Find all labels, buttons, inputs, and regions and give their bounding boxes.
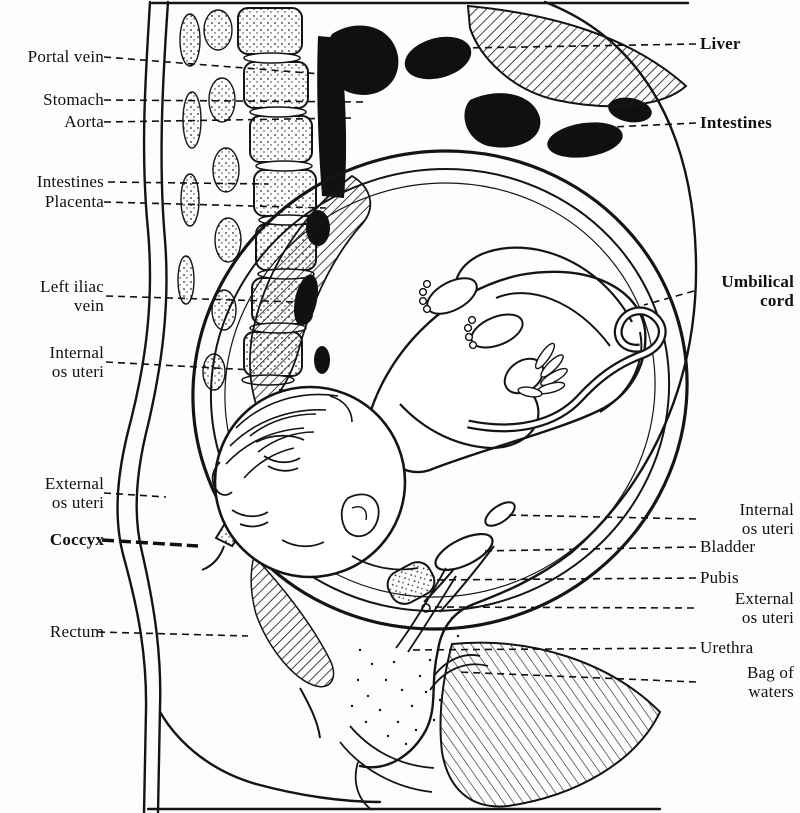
fetus-chin — [281, 539, 325, 548]
fetus-shin — [495, 292, 611, 347]
fetus — [211, 246, 647, 579]
leader-intestines-right — [611, 122, 697, 128]
leader-coccyx — [101, 538, 199, 548]
maternal-outline — [116, 0, 698, 813]
genital-folds — [339, 725, 435, 811]
label-umbilical-cord: Umbilical cord — [721, 272, 794, 310]
pubis-bone — [386, 561, 436, 605]
label-bladder: Bladder — [700, 537, 756, 556]
label-internal-os-right: Internal os uteri — [739, 500, 794, 538]
abdomen-front-line — [436, 0, 698, 652]
fetus-buttock — [599, 331, 643, 413]
leader-external-os-right — [431, 606, 695, 609]
perineum-line — [358, 648, 440, 769]
label-external-os-right: External os uteri — [734, 589, 794, 627]
fetus-fingers — [517, 342, 568, 398]
leader-liver — [463, 43, 697, 49]
label-urethra: Urethra — [700, 638, 754, 657]
label-external-os-left: External os uteri — [44, 474, 104, 512]
label-internal-os-left: Internal os uteri — [49, 343, 104, 381]
leader-left-iliac-vein — [105, 295, 299, 303]
leader-external-os-left — [103, 492, 167, 498]
bladder — [434, 532, 494, 572]
coccyx — [201, 545, 225, 571]
label-liver: Liver — [700, 34, 741, 53]
label-left-iliac-vein: Left iliac vein — [40, 277, 104, 315]
leader-urethra — [407, 647, 697, 651]
leader-placenta — [103, 201, 327, 209]
leader-bladder — [481, 546, 697, 552]
fetus-ear — [340, 493, 380, 538]
pubic-hair-stipple — [350, 616, 460, 746]
uterus-outer-wall — [191, 149, 689, 631]
leader-internal-os-left — [105, 361, 253, 371]
urethra-line-1 — [395, 567, 447, 649]
fetus-eye — [263, 455, 301, 464]
fetus-mouth — [231, 509, 269, 518]
thigh-section — [439, 641, 662, 808]
leader-bag-of-waters — [457, 671, 697, 683]
leader-internal-os-right — [504, 514, 697, 520]
fetus-toes-1 — [418, 279, 432, 314]
fetus-head — [213, 385, 407, 579]
leader-portal-vein — [103, 56, 373, 79]
internal-os — [484, 501, 516, 527]
back-inner-line — [135, 0, 170, 813]
aorta — [317, 36, 347, 198]
label-stomach: Stomach — [43, 90, 104, 109]
leader-stomach — [103, 99, 369, 103]
label-coccyx: Coccyx — [49, 530, 104, 549]
leader-aorta — [103, 117, 353, 123]
label-bag-of-waters: Bag of waters — [747, 663, 794, 701]
leader-intestines-left — [107, 181, 269, 185]
umbilical-cord — [467, 306, 667, 433]
back-skin-line — [116, 0, 152, 813]
back-muscle-blobs — [177, 9, 242, 391]
left-thigh-line — [158, 710, 382, 804]
label-pubis: Pubis — [700, 568, 739, 587]
leader-pubis — [429, 577, 697, 581]
label-placenta: Placenta — [44, 192, 104, 211]
fetus-brow — [255, 434, 305, 443]
fetus-toes-2 — [463, 315, 478, 350]
bag-of-waters — [429, 654, 489, 691]
label-rectum: Rectum — [49, 622, 104, 641]
pelvic-organs — [386, 501, 516, 653]
rectum — [250, 554, 335, 688]
leader-lines — [97, 43, 697, 683]
leader-rectum — [97, 631, 249, 637]
anal-canal — [299, 687, 321, 739]
urethra-line-2 — [407, 575, 457, 653]
fetus-forearm — [399, 385, 540, 450]
fetus-nose — [211, 461, 233, 496]
label-aorta: Aorta — [64, 112, 104, 131]
label-intestines-right: Intestines — [700, 113, 772, 132]
leader-umbilical-cord — [643, 290, 695, 306]
liver-region — [466, 4, 688, 108]
label-portal-vein: Portal vein — [27, 47, 104, 66]
label-intestines-left: Intestines — [36, 172, 104, 191]
